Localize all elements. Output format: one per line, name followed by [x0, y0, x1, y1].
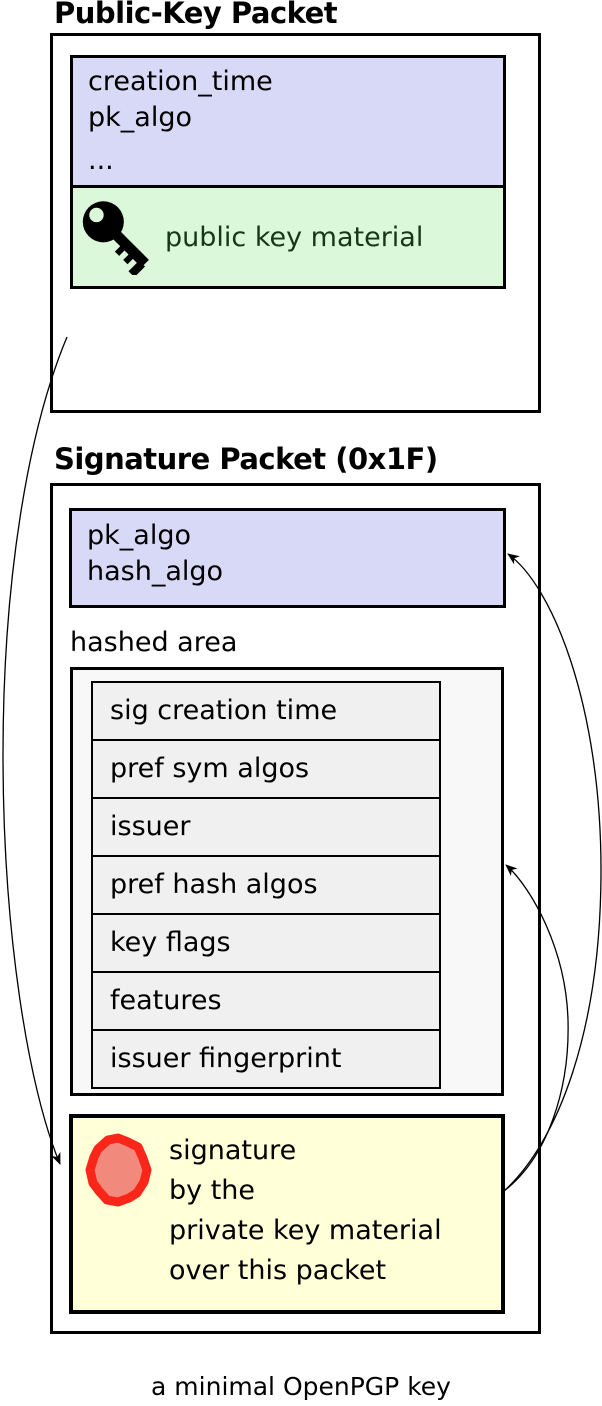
signature-line-1: signature: [169, 1135, 297, 1166]
subpacket-issuer: issuer: [91, 797, 441, 857]
signature-description: signature by the private key material ov…: [169, 1131, 442, 1291]
hashed-area-label: hashed area: [70, 627, 238, 658]
public-key-packet-box: creation_time pk_algo ... public key mat…: [50, 33, 541, 413]
subpacket-key-flags: key flags: [91, 913, 441, 973]
key-icon: [82, 201, 149, 275]
seal-icon: [85, 1133, 152, 1207]
hashed-area-box: sig creation time pref sym algos issuer …: [70, 667, 504, 1096]
subpacket-sig-creation-time: sig creation time: [91, 681, 441, 741]
public-key-packet-title: Public-Key Packet: [54, 0, 338, 30]
subpacket-list: sig creation time pref sym algos issuer …: [91, 681, 441, 1089]
field-creation-time: creation_time: [88, 66, 273, 97]
signature-line-4: over this packet: [169, 1255, 387, 1286]
subpacket-features: features: [91, 971, 441, 1031]
signature-line-3: private key material: [169, 1215, 442, 1246]
public-key-packet-contents: creation_time pk_algo ... public key mat…: [70, 55, 506, 289]
public-key-material-box: public key material: [73, 188, 503, 286]
public-key-header-fields: creation_time pk_algo ...: [73, 58, 503, 188]
signature-line-2: by the: [169, 1175, 256, 1206]
diagram-caption: a minimal OpenPGP key: [151, 1372, 451, 1401]
public-key-material-label: public key material: [165, 221, 424, 253]
signature-value-box: signature by the private key material ov…: [69, 1114, 505, 1314]
field-pk-algo: pk_algo: [88, 102, 192, 133]
field-pk-algo: pk_algo: [87, 520, 191, 551]
signature-header-fields: pk_algo hash_algo: [69, 508, 506, 608]
field-ellipsis: ...: [88, 145, 114, 176]
signature-packet-box: pk_algo hash_algo hashed area sig creati…: [50, 483, 541, 1334]
field-hash-algo: hash_algo: [87, 556, 224, 587]
signature-packet-title: Signature Packet (0x1F): [54, 442, 438, 476]
subpacket-issuer-fingerprint: issuer fingerprint: [91, 1029, 441, 1089]
subpacket-pref-sym-algos: pref sym algos: [91, 739, 441, 799]
subpacket-pref-hash-algos: pref hash algos: [91, 855, 441, 915]
